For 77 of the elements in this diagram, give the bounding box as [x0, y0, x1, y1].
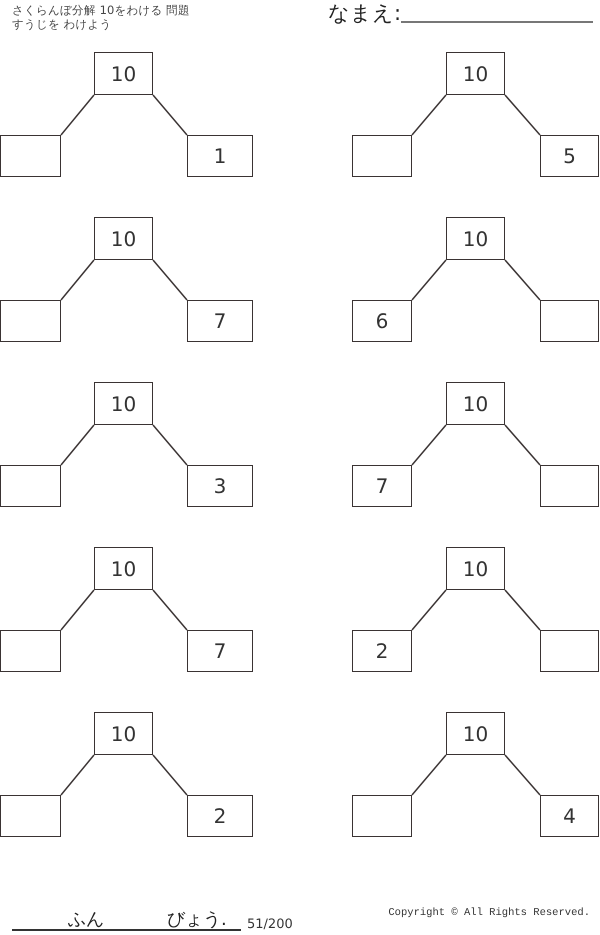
number: 5	[563, 145, 576, 167]
number-box	[446, 52, 505, 95]
connector-line	[411, 424, 447, 466]
answer-box	[352, 135, 412, 177]
connector-line	[152, 94, 188, 136]
number: 7	[376, 475, 388, 497]
number-box	[352, 465, 412, 507]
connector-line	[60, 94, 95, 136]
connector-line	[152, 590, 188, 630]
number: 10	[462, 62, 488, 84]
answer-box	[540, 300, 599, 342]
number-box	[94, 382, 153, 425]
answer-box	[540, 465, 599, 507]
connector-line	[152, 260, 188, 300]
connector-line	[411, 94, 447, 136]
unit-label: びょう.	[167, 909, 227, 931]
name-label: なまえ:	[328, 1, 402, 26]
number-box	[94, 712, 153, 755]
connector-line	[411, 590, 447, 630]
number-box	[94, 217, 153, 260]
number-box	[446, 217, 505, 260]
number: 10	[110, 722, 136, 744]
connector-line	[152, 754, 188, 796]
number: 10	[110, 228, 136, 250]
number: 1	[214, 145, 226, 167]
number-box	[446, 547, 505, 590]
number: 4	[563, 805, 576, 827]
answer-box	[0, 300, 61, 342]
number-box	[540, 135, 599, 177]
number-box	[540, 795, 599, 837]
answer-box	[352, 795, 412, 837]
unit-label: ふん	[68, 909, 104, 931]
connector-line	[60, 754, 95, 796]
number-box	[187, 300, 253, 342]
number-box	[352, 630, 412, 672]
connector-line	[152, 424, 188, 466]
connector-line	[504, 260, 541, 300]
connector-line	[504, 424, 541, 466]
connector-line	[411, 260, 447, 300]
connector-line	[60, 260, 95, 300]
number: 7	[214, 310, 226, 332]
answer-box	[0, 630, 61, 672]
connector-line	[504, 94, 541, 136]
number-box	[187, 465, 253, 507]
number: 6	[376, 310, 388, 332]
number-box	[94, 547, 153, 590]
number-box	[187, 795, 253, 837]
number: 10	[462, 722, 488, 744]
connector-line	[411, 754, 447, 796]
number: 10	[462, 392, 488, 414]
connector-line	[504, 590, 541, 630]
copyright-notice: Copyright © All Rights Reserved.	[388, 907, 590, 920]
number: 2	[214, 805, 226, 827]
number-box	[446, 382, 505, 425]
number-box	[187, 135, 253, 177]
subtitle: すうじを わけよう	[12, 17, 112, 31]
answer-box	[540, 630, 599, 672]
number: 7	[214, 640, 226, 662]
number: 10	[462, 558, 488, 580]
connector-line	[60, 590, 95, 630]
page-number: 51/200	[247, 917, 293, 933]
connector-line	[504, 754, 541, 796]
answer-box	[0, 135, 61, 177]
answer-box	[0, 465, 61, 507]
number-box	[94, 52, 153, 95]
number-box	[187, 630, 253, 672]
number: 3	[214, 475, 226, 497]
title: さくらんぼ分解 10をわける 問題	[12, 4, 190, 17]
number: 10	[110, 558, 136, 580]
number: 10	[110, 62, 136, 84]
number: 10	[110, 392, 136, 414]
number-box	[352, 300, 412, 342]
number-box	[446, 712, 505, 755]
connector-line	[60, 424, 95, 466]
number: 10	[462, 228, 488, 250]
number: 2	[376, 640, 388, 662]
answer-box	[0, 795, 61, 837]
